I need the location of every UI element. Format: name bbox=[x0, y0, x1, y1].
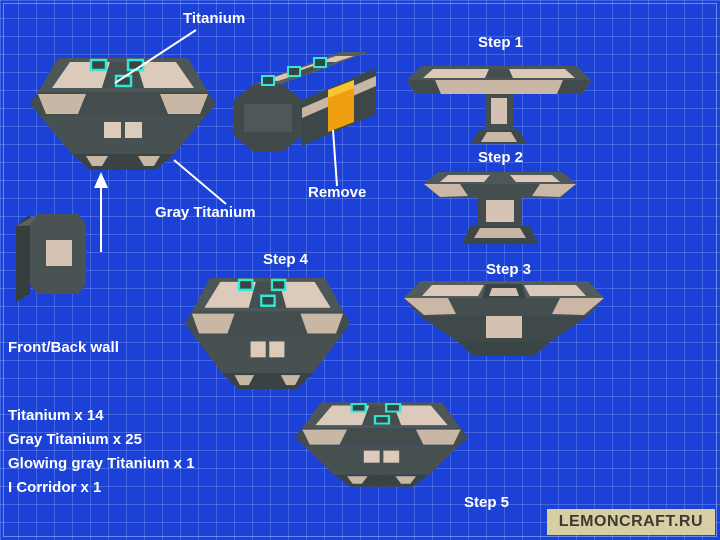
titanium-label: Titanium bbox=[183, 10, 246, 27]
structure-step1 bbox=[407, 66, 591, 144]
materials-list: Titanium x 14 Gray Titanium x 25 Glowing… bbox=[8, 404, 194, 500]
structure-hull-angled-view bbox=[234, 52, 376, 152]
structure-step2 bbox=[424, 172, 576, 244]
material-item: Gray Titanium x 25 bbox=[8, 431, 142, 448]
structure-step3 bbox=[404, 281, 604, 356]
material-item: I Corridor x 1 bbox=[8, 479, 102, 496]
step-4-label: Step 4 bbox=[263, 251, 309, 268]
remove-label: Remove bbox=[308, 184, 367, 201]
material-item: Titanium x 14 bbox=[8, 407, 104, 424]
structure-step4 bbox=[183, 276, 352, 391]
glowing-titanium-block bbox=[287, 66, 301, 77]
front-back-wall-label: Front/Back wall bbox=[8, 339, 119, 356]
step-5-label: Step 5 bbox=[464, 494, 510, 511]
glowing-titanium-block bbox=[261, 75, 275, 86]
structure-step5 bbox=[293, 401, 470, 488]
material-item: Glowing gray Titanium x 1 bbox=[8, 455, 195, 472]
step-2-label: Step 2 bbox=[478, 149, 524, 166]
watermark: LEMONCRAFT.RU bbox=[546, 509, 715, 535]
step-3-label: Step 3 bbox=[486, 261, 532, 278]
gray-titanium-label: Gray Titanium bbox=[155, 204, 256, 221]
structure-front-back-wall bbox=[16, 214, 86, 302]
structure-hull-front-view bbox=[28, 56, 218, 172]
glowing-titanium-block bbox=[313, 57, 327, 68]
step-1-label: Step 1 bbox=[478, 34, 524, 51]
